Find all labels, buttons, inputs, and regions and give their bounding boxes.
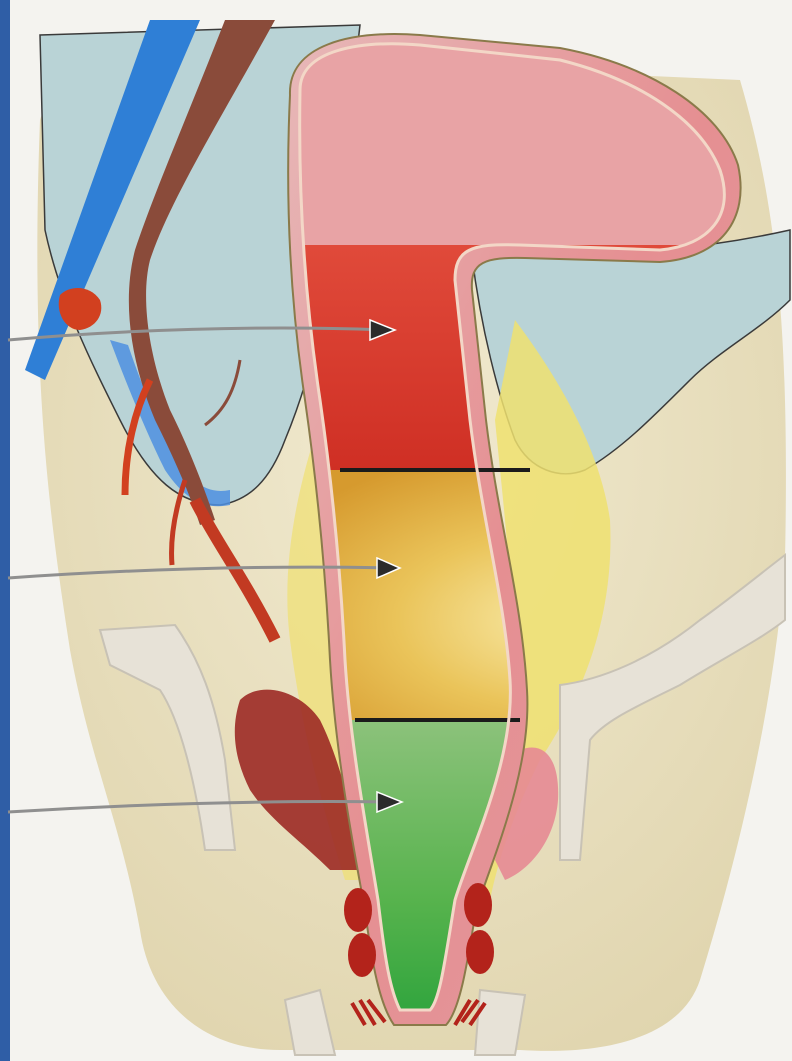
right-ischium [475, 990, 525, 1055]
page-edge [0, 0, 10, 1061]
